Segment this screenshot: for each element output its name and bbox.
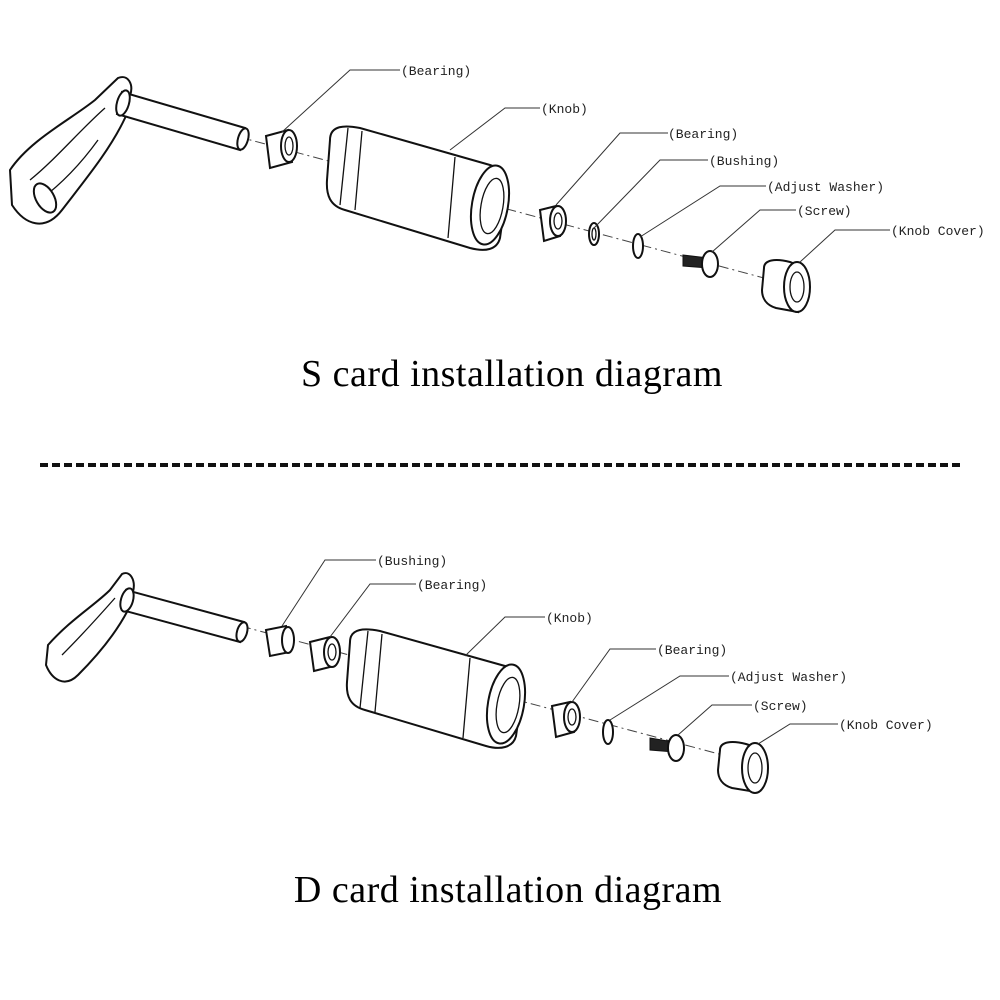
leader-adjust-washer (639, 185, 766, 238)
bearing-part (308, 635, 341, 673)
label-bearing-2: (Bearing) (657, 643, 727, 658)
screw-part (649, 734, 685, 762)
bearing-2-part (550, 700, 581, 739)
leader-adjust-washer (609, 675, 729, 721)
bearing-2-part (538, 204, 567, 243)
label-bearing-2: (Bearing) (668, 127, 738, 142)
label-screw: (Screw) (797, 204, 852, 219)
adjust-washer-part (632, 233, 644, 259)
bushing-part (588, 222, 600, 246)
screw-part (682, 250, 719, 278)
d-card-exploded-diagram: (Bushing) (Bearing) (Knob) (Bearing) (Ad… (44, 554, 933, 794)
s-card-panel: (Bearing) (Knob) (Bearing) (Bushing) (Ad… (0, 0, 1000, 440)
leader-bushing (593, 159, 708, 229)
leader-knob-cover (757, 723, 838, 745)
handle-arm (44, 572, 135, 683)
knob-part (345, 628, 527, 749)
leader-knob (449, 107, 540, 151)
leader-bushing (281, 559, 376, 627)
leader-screw (677, 704, 752, 736)
s-card-caption: S card installation diagram (301, 353, 723, 395)
section-divider (40, 463, 960, 467)
leader-bearing-1 (329, 583, 416, 638)
shaft (119, 587, 249, 644)
label-bushing: (Bushing) (377, 554, 447, 569)
bushing-part (264, 624, 295, 658)
d-card-panel: (Bushing) (Bearing) (Knob) (Bearing) (Ad… (0, 500, 1000, 1000)
label-bearing-1: (Bearing) (401, 64, 471, 79)
leader-screw (711, 209, 796, 253)
label-knob: (Knob) (546, 611, 593, 626)
shaft (115, 89, 250, 152)
s-card-exploded-diagram: (Bearing) (Knob) (Bearing) (Bushing) (Ad… (8, 64, 985, 314)
label-knob-cover: (Knob Cover) (839, 718, 933, 733)
label-knob-cover: (Knob Cover) (891, 224, 985, 239)
label-adjust-washer: (Adjust Washer) (767, 180, 884, 195)
handle-arm (8, 76, 133, 225)
adjust-washer-part (602, 719, 614, 745)
label-bearing-1: (Bearing) (417, 578, 487, 593)
label-knob: (Knob) (541, 102, 588, 117)
knob-part (325, 125, 511, 251)
leader-bearing-2 (571, 648, 656, 703)
label-screw: (Screw) (753, 699, 808, 714)
knob-cover-part (716, 741, 769, 794)
label-bushing: (Bushing) (709, 154, 779, 169)
leader-bearing-1 (281, 69, 400, 133)
label-adjust-washer: (Adjust Washer) (730, 670, 847, 685)
d-card-caption: D card installation diagram (293, 869, 723, 911)
leader-bearing-2 (555, 132, 668, 206)
leader-knob (464, 616, 545, 657)
bearing-part (264, 128, 298, 170)
knob-cover-part (760, 259, 811, 314)
leader-knob-cover (799, 229, 890, 263)
